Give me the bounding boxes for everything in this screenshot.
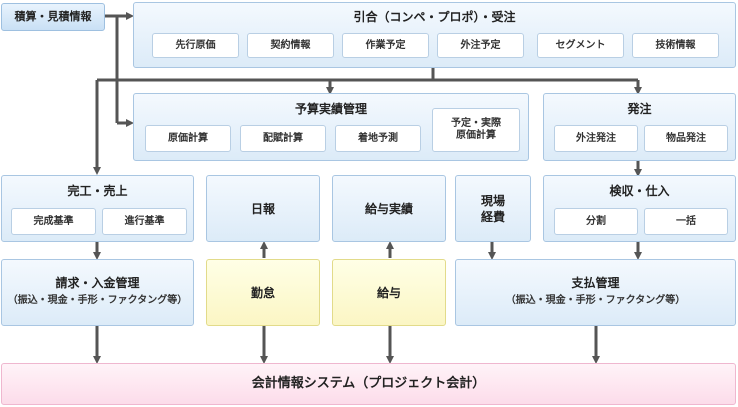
- billing-box: 請求・入金管理 （振込・現金・手形・ファクタング等）: [1, 259, 194, 326]
- order-title: 発注: [627, 102, 652, 116]
- chip-progress-basis: 進行基準: [102, 208, 187, 235]
- daily-report-label: 日報: [250, 201, 275, 216]
- chip-contract-info: 契約情報: [247, 33, 334, 58]
- inspection-box: 検収・仕入 分割 一括: [543, 175, 736, 242]
- payment-subtitle: （振込・現金・手形・ファクタング等）: [505, 295, 686, 306]
- salary-label: 給与: [376, 285, 401, 300]
- completion-title: 完工・売上: [67, 184, 128, 198]
- site-expense-line2: 経費: [480, 209, 505, 224]
- payroll-actual-label: 給与実績: [364, 201, 413, 216]
- chip-segment: セグメント: [537, 33, 624, 58]
- chip-split: 分割: [554, 208, 638, 235]
- chip-advance-cost: 先行原価: [152, 33, 239, 58]
- estimate-label: 積算・見積情報: [14, 10, 92, 23]
- chip-lump-sum: 一括: [644, 208, 728, 235]
- daily-report-box: 日報: [206, 175, 320, 242]
- chip-completion-basis: 完成基準: [11, 208, 96, 235]
- payroll-actual-box: 給与実績: [332, 175, 446, 242]
- chip-planned-actual-line2: 原価計算: [456, 130, 496, 141]
- budget-title: 予算実績管理: [294, 102, 367, 116]
- chip-work-schedule: 作業予定: [342, 33, 429, 58]
- chip-planned-actual-cost: 予定・実際 原価計算: [432, 108, 520, 152]
- chip-goods-order: 物品発注: [644, 125, 728, 152]
- site-expense-box: 現場 経費: [455, 175, 531, 242]
- chip-technical-info: 技術情報: [632, 33, 719, 58]
- budget-box: 予算実績管理 原価計算 配賦計算 着地予測 予定・実際 原価計算: [133, 93, 529, 161]
- chip-outsource-order: 外注発注: [554, 125, 638, 152]
- inquiry-box: 引合（コンペ・プロポ）・受注 先行原価 契約情報 作業予定 外注予定 セグメント…: [133, 2, 736, 68]
- accounting-label: 会計情報システム（プロジェクト会計）: [251, 376, 486, 391]
- site-expense-line1: 現場: [480, 193, 505, 208]
- billing-subtitle: （振込・現金・手形・ファクタング等）: [7, 295, 188, 306]
- attendance-label: 勤怠: [250, 285, 275, 300]
- payment-box: 支払管理 （振込・現金・手形・ファクタング等）: [455, 259, 736, 326]
- payment-title: 支払管理: [571, 276, 620, 290]
- billing-title: 請求・入金管理: [55, 276, 140, 290]
- inspection-title: 検収・仕入: [609, 184, 670, 198]
- estimate-box: 積算・見積情報: [1, 3, 105, 31]
- chip-landing-forecast: 着地予測: [335, 125, 421, 152]
- accounting-box: 会計情報システム（プロジェクト会計）: [1, 363, 736, 405]
- salary-box: 給与: [332, 259, 446, 326]
- completion-box: 完工・売上 完成基準 進行基準: [1, 175, 194, 242]
- attendance-box: 勤怠: [206, 259, 320, 326]
- inquiry-title: 引合（コンペ・プロポ）・受注: [353, 10, 516, 24]
- chip-planned-actual-line1: 予定・実際: [451, 118, 501, 129]
- chip-cost-calc: 原価計算: [145, 125, 231, 152]
- chip-outsource-schedule: 外注予定: [437, 33, 524, 58]
- order-box: 発注 外注発注 物品発注: [543, 93, 736, 161]
- chip-allocation-calc: 配賦計算: [240, 125, 326, 152]
